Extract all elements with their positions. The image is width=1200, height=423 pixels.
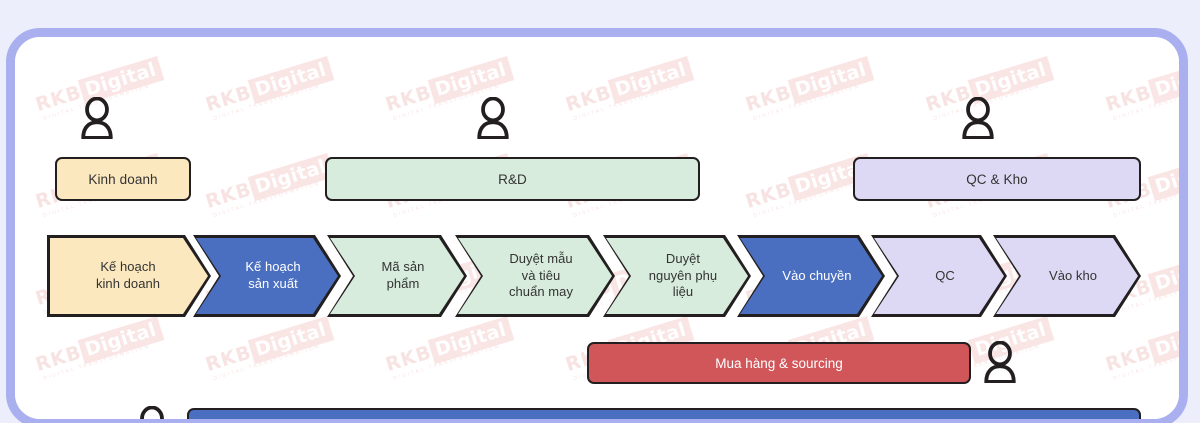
watermark-brand: RKB: [563, 81, 615, 117]
process-step-line: Kế hoạch: [100, 259, 156, 275]
watermark-brand: RKB: [203, 341, 255, 377]
process-step-line: và tiêu: [521, 267, 561, 283]
person-icon-rnd: [474, 97, 512, 139]
watermark-brand: RKB: [33, 81, 85, 117]
process-step-label: Vào chuyền: [782, 268, 851, 285]
process-step-line: Duyệt: [665, 251, 701, 267]
watermark-tagline: DIGITAL TRANSFORMATION: [212, 343, 322, 382]
process-step-line: Vào kho: [1048, 267, 1098, 283]
process-step-vao-kho[interactable]: Vào kho: [993, 235, 1141, 317]
watermark-label: Digital: [1147, 250, 1179, 299]
process-step-label: Vào kho: [1049, 268, 1097, 285]
watermark-tagline: DIGITAL TRANSFORMATION: [572, 83, 682, 122]
process-step-line: liệu: [672, 284, 694, 300]
watermark-label: Digital: [1147, 316, 1179, 365]
watermark-label: Digital: [787, 56, 875, 105]
watermark-brand: RKB: [203, 178, 255, 214]
process-step-line: Kế hoạch: [245, 259, 301, 275]
watermark-brand: RKB: [1103, 341, 1155, 377]
role-box-label: QC & Kho: [966, 171, 1028, 187]
process-step-line: chuẩn may: [508, 284, 574, 300]
watermark-tagline: DIGITAL TRANSFORMATION: [212, 83, 322, 122]
watermark-brand: RKB: [383, 81, 435, 117]
process-step-body: Vào kho: [996, 238, 1138, 314]
watermark-tagline: DIGITAL TRANSFORMATION: [392, 343, 502, 382]
watermark-brand: RKB: [383, 341, 435, 377]
process-step-line: Duyệt mẫu: [509, 251, 573, 267]
person-icon-san-xuat: [133, 406, 171, 419]
role-box-label: Kinh doanh: [88, 171, 158, 187]
role-box-kinh-doanh[interactable]: Kinh doanh: [55, 157, 191, 201]
role-box-label: R&D: [498, 171, 527, 187]
process-step-line: Vào chuyền: [782, 267, 852, 283]
watermark-tagline: DIGITAL TRANSFORMATION: [212, 180, 322, 219]
watermark-tagline: DIGITAL TRANSFORMATION: [1112, 343, 1188, 382]
watermark-brand: RKB: [33, 341, 85, 377]
watermark-brand: RKB: [203, 81, 255, 117]
support-bar-san-xuat[interactable]: Sản xuất: [187, 408, 1141, 419]
process-step-body: Vào chuyền: [740, 238, 882, 314]
process-step-qc[interactable]: QC: [871, 235, 1007, 317]
watermark-label: Digital: [1147, 56, 1179, 105]
watermark-label: Digital: [247, 153, 335, 202]
process-step-vao-chuyen[interactable]: Vào chuyền: [737, 235, 885, 317]
watermark-tagline: DIGITAL TRANSFORMATION: [42, 343, 152, 382]
person-icon-kinh-doanh: [78, 97, 116, 139]
watermark-brand: RKB: [743, 81, 795, 117]
watermark-tagline: DIGITAL TRANSFORMATION: [1112, 83, 1188, 122]
process-step-body: QC: [874, 238, 1004, 314]
watermark-label: Digital: [1147, 153, 1179, 202]
watermark-label: Digital: [77, 316, 165, 365]
process-step-line: QC: [935, 267, 955, 283]
person-icon-qc-kho: [959, 97, 997, 139]
watermark-tagline: DIGITAL TRANSFORMATION: [752, 83, 862, 122]
watermark-brand: RKB: [743, 178, 795, 214]
watermark-brand: RKB: [1103, 81, 1155, 117]
process-step-line: Mã sản: [381, 259, 425, 275]
process-step-line: sản xuất: [248, 276, 298, 291]
support-bar-label: Mua hàng & sourcing: [715, 355, 843, 371]
role-box-qc-kho[interactable]: QC & Kho: [853, 157, 1141, 201]
support-bar-mua-hang-sourcing[interactable]: Mua hàng & sourcing: [587, 342, 971, 384]
process-step-label: QC: [935, 268, 955, 285]
watermark-label: Digital: [247, 56, 335, 105]
person-icon-mua-hang-sourcing: [981, 341, 1019, 383]
process-step-line: nguyên phụ: [648, 267, 718, 283]
process-step-line: phẩm: [386, 276, 420, 291]
process-step-line: kinh doanh: [95, 276, 161, 291]
watermark-label: Digital: [247, 316, 335, 365]
role-box-rnd[interactable]: R&D: [325, 157, 700, 201]
watermark-label: Digital: [607, 56, 695, 105]
watermark-label: Digital: [427, 316, 515, 365]
